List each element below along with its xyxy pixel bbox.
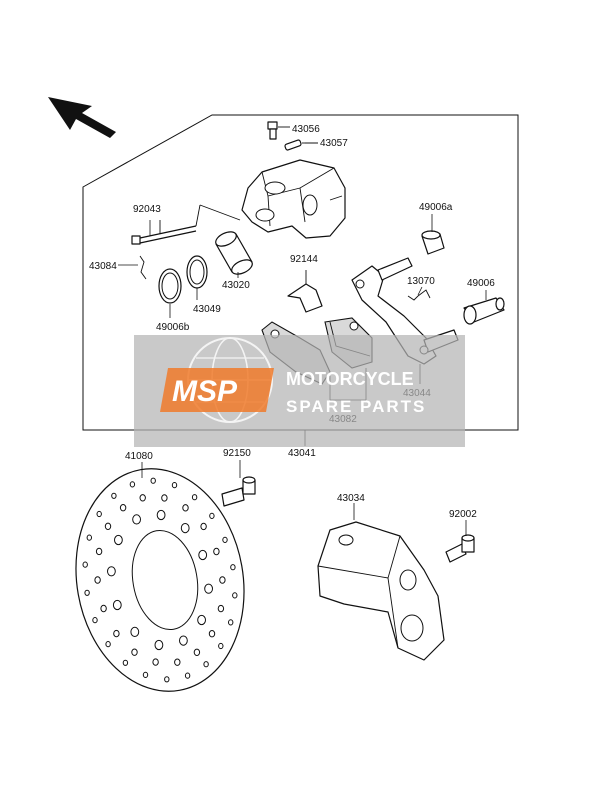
disc-vent-hole — [197, 614, 207, 626]
disc-vent-hole — [129, 481, 136, 488]
disc-vent-hole — [96, 510, 102, 518]
disc-vent-hole — [119, 504, 127, 512]
label-43084: 43084 — [89, 261, 117, 272]
label-43034: 43034 — [337, 493, 365, 504]
label-49006b: 49006b — [156, 322, 190, 333]
disc-vent-hole — [198, 549, 208, 561]
label-41080: 41080 — [125, 451, 153, 462]
disc-vent-hole — [154, 639, 164, 651]
disc-vent-hole — [130, 626, 140, 638]
disc-vent-hole — [105, 641, 111, 648]
disc-vent-hole — [164, 676, 170, 683]
disc-vent-hole — [152, 658, 159, 666]
disc-vent-hole — [142, 671, 149, 679]
label-43041: 43041 — [288, 448, 316, 459]
label-43020: 43020 — [222, 280, 250, 291]
caliper-mount-bracket-part — [317, 521, 445, 661]
disc-vent-hole — [150, 477, 156, 484]
disc-vent-hole — [219, 576, 226, 584]
disc-vent-hole — [113, 629, 120, 638]
piston-seal-part — [158, 268, 182, 304]
bracket-boot-part — [463, 297, 505, 325]
label-13070: 13070 — [407, 276, 435, 287]
pad-spring-part — [287, 270, 323, 313]
bleeder-cap-part — [284, 139, 318, 151]
disc-vent-hole — [131, 648, 138, 656]
msp-logo: MSP — [160, 368, 274, 412]
watermark-line1: MOTORCYCLE — [286, 369, 414, 389]
disc-vent-hole — [217, 604, 225, 613]
disc-vent-hole — [204, 583, 214, 594]
dust-seal-part — [186, 255, 208, 289]
disc-vent-hole — [104, 522, 112, 530]
disc-vent-hole — [191, 494, 198, 501]
caliper-body-part — [241, 159, 346, 239]
label-92144: 92144 — [290, 254, 318, 265]
disc-vent-hole — [179, 635, 188, 646]
brake-disc-part — [75, 468, 245, 692]
watermark-logo-text: MSP — [172, 375, 238, 408]
disc-vent-hole — [139, 494, 146, 502]
label-92043: 92043 — [133, 204, 161, 215]
label-92002: 92002 — [449, 509, 477, 520]
disc-vent-hole — [132, 514, 142, 525]
disc-vent-hole — [182, 504, 189, 512]
disc-vent-hole — [184, 672, 191, 679]
disc-vent-hole — [208, 630, 216, 638]
label-43056: 43056 — [292, 124, 320, 135]
disc-vent-hole — [203, 661, 209, 668]
caliper-pin-bolt-part — [131, 204, 241, 245]
pin-boot-part — [421, 230, 445, 255]
disc-vent-hole — [156, 509, 166, 521]
disc-vent-hole — [82, 561, 88, 568]
disc-vent-hole — [161, 494, 168, 502]
bleeder-valve-part — [267, 121, 290, 140]
label-49006: 49006 — [467, 278, 495, 289]
label-49006a: 49006a — [419, 202, 453, 213]
disc-vent-hole — [222, 536, 228, 544]
disc-vent-hole — [213, 547, 220, 556]
disc-vent-hole — [200, 522, 207, 531]
watermark: MSP MOTORCYCLE SPARE PARTS — [134, 335, 465, 447]
disc-vent-hole — [193, 648, 201, 656]
disc-vent-hole — [228, 619, 234, 626]
disc-vent-hole — [232, 592, 238, 599]
pad-clip-part — [139, 255, 147, 280]
disc-vent-hole — [107, 566, 116, 577]
disc-vent-hole — [114, 534, 123, 546]
label-92150: 92150 — [223, 448, 251, 459]
disc-vent-hole — [171, 482, 178, 489]
front-direction-arrow — [48, 97, 116, 138]
disc-vent-hole — [92, 617, 98, 624]
disc-vent-hole — [218, 642, 224, 650]
pad-guide-part — [407, 289, 431, 301]
disc-vent-hole — [86, 534, 93, 541]
piston-part — [215, 231, 253, 275]
disc-vent-hole — [180, 523, 190, 534]
disc-vent-hole — [209, 512, 215, 520]
label-43057: 43057 — [320, 138, 348, 149]
disc-vent-hole — [174, 658, 181, 666]
disc-vent-hole — [84, 589, 90, 596]
disc-vent-hole — [95, 547, 103, 556]
disc-vent-hole — [230, 564, 236, 571]
watermark-line2: SPARE PARTS — [286, 397, 426, 416]
disc-vent-hole — [122, 659, 129, 666]
disc-vent-hole — [100, 604, 107, 613]
disc-vent-hole — [112, 599, 122, 611]
bracket-bolt-part — [445, 534, 475, 563]
caliper-assembly-frame — [82, 114, 519, 431]
disc-bolt-part — [221, 476, 256, 507]
disc-vent-hole — [94, 576, 101, 584]
label-43049: 43049 — [193, 304, 221, 315]
disc-vent-hole — [111, 492, 117, 499]
